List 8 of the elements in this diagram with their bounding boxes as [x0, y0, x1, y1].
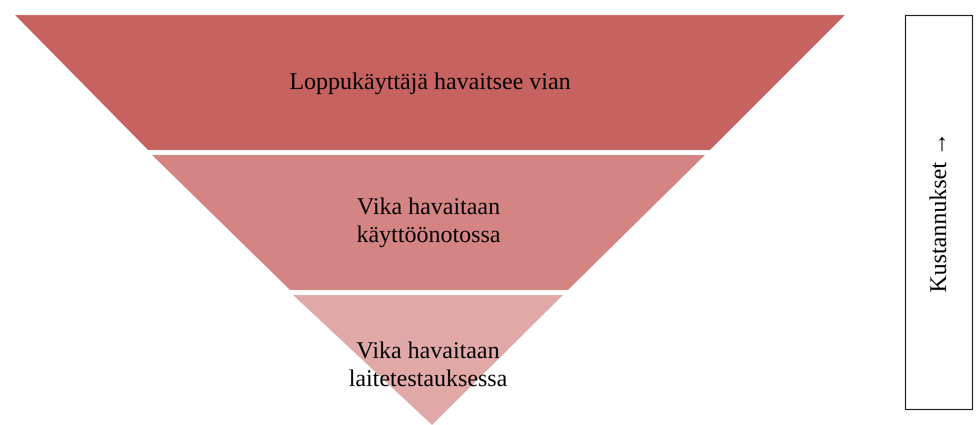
level-label: Vika havaitaan laitetestauksessa	[348, 337, 508, 393]
funnel-level	[152, 155, 705, 290]
axis-label: Kustannukset →	[926, 132, 952, 293]
funnel-level	[15, 15, 845, 150]
cost-axis-box	[905, 15, 973, 410]
level-label: Loppukäyttäjä havaitsee vian	[289, 68, 571, 96]
funnel-level	[293, 295, 563, 425]
level-label: Vika havaitaan käyttöönotossa	[356, 193, 502, 249]
